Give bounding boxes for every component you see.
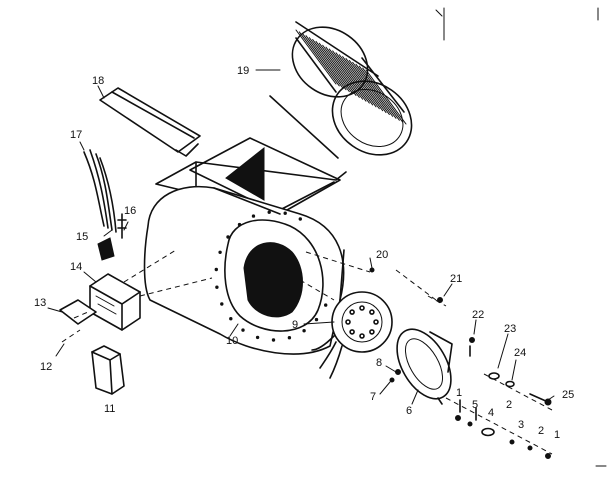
wheel-blade [345,58,387,114]
callout-3: 3 [518,419,524,431]
wheel-blade [308,37,350,93]
callout-labels: 19 18 17 16 15 14 13 12 11 10 9 20 21 22… [34,65,574,441]
blower-housing [143,137,347,355]
housing-rivet [255,335,260,340]
wheel-blade [305,35,347,91]
wheel-blade [355,63,397,119]
callout-25: 25 [562,389,574,401]
leader-lines [47,69,555,405]
callout-17: 17 [70,129,82,141]
callout-4: 4 [488,407,494,419]
corner-marks [435,7,607,467]
wheel-blade [312,39,354,95]
grommet [117,213,127,239]
housing-rivet [251,214,256,218]
capacitor-bracket [89,273,141,331]
wheel-blade [348,59,390,115]
wheel-blade [338,54,380,110]
wheel-blade [332,50,374,106]
wire-harness [83,149,117,233]
plate-hole [369,329,375,335]
wheel-blade [365,69,407,125]
plate-hole [369,309,375,315]
wheel-blade [302,33,344,89]
clip [97,237,115,261]
wheel-blade [298,31,340,87]
callout-20: 20 [376,249,388,261]
housing-rivet [218,250,222,255]
plate-hole [349,309,355,315]
callout-19: 19 [237,65,249,77]
housing-rivet [214,267,219,272]
wheel-blade [328,48,370,104]
plate-hole [345,319,351,325]
hardware-parts [369,267,552,459]
callout-1: 1 [456,387,462,399]
housing-rivet [324,303,328,307]
housing-rivet [314,317,319,322]
callout-18: 18 [92,75,104,87]
wheel-blade [358,65,400,121]
plate-hole [359,305,365,311]
wheel-blade [315,40,357,96]
callout-15: 15 [76,231,88,243]
callout-12: 12 [40,361,52,373]
callout-11: 11 [104,403,115,415]
housing-rivet [283,211,287,215]
callout-1-lower: 1 [554,429,560,441]
motor-mount-band [396,328,453,405]
wheel-blade [318,42,360,98]
callout-6: 6 [406,405,412,417]
callout-23: 23 [504,323,516,335]
top-cover-plate [99,87,201,157]
wheel-blade [322,44,364,100]
housing-rivet [229,317,233,321]
wheel-blade [362,67,404,123]
housing-rivet [215,285,219,289]
housing-rivet [220,302,224,306]
callout-7: 7 [370,391,376,403]
mounting-plate [59,299,97,325]
plate-hole [373,319,379,325]
callout-21: 21 [450,273,462,285]
housing-rivet [271,338,276,342]
callout-10: 10 [226,335,238,347]
wheel-blade [342,56,384,112]
callout-2: 2 [538,425,544,437]
callout-22: 22 [472,309,484,321]
wheel-blade [325,46,367,102]
housing-rivet [267,210,271,214]
housing-rivet [298,217,302,221]
callout-16: 16 [124,205,136,217]
callout-5: 5 [472,399,478,411]
plate-hole [359,333,365,339]
callout-14: 14 [70,261,82,273]
blower-wheel [269,21,413,159]
plate-hole [349,329,355,335]
callout-9: 9 [292,319,298,331]
housing-rivet [226,235,230,239]
callout-8: 8 [376,357,382,369]
wheel-blade [352,61,394,117]
wheel-blade [335,52,377,108]
housing-rivet [241,328,245,332]
callout-13: 13 [34,297,46,309]
callout-24: 24 [514,347,526,359]
wheel-blade [295,29,337,85]
housing-rivet [302,329,306,333]
callout-2-right: 2 [506,399,512,411]
housing-rivet [287,336,292,340]
capacitor [91,345,125,395]
housing-rivet [237,222,242,227]
